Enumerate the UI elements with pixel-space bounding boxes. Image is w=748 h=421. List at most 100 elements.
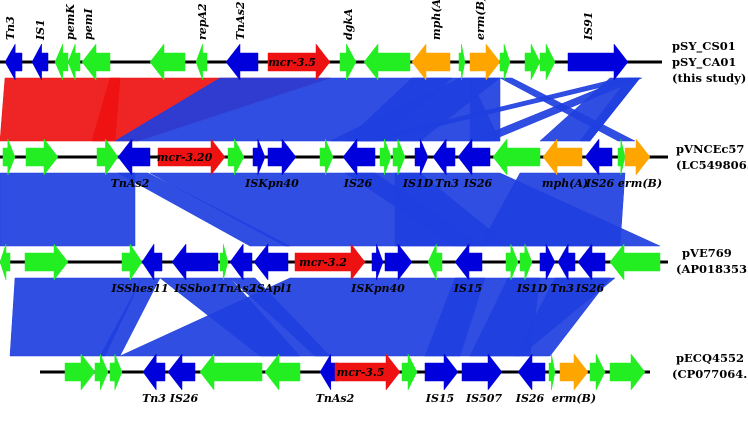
gene-arrow-t3-14 bbox=[559, 353, 589, 391]
plasmid-accession: (CP077064.1) bbox=[672, 367, 748, 381]
gene-arrow-t2-6 bbox=[229, 243, 253, 281]
gene-arrow-t1-2 bbox=[96, 138, 119, 176]
gene-label-t1-3: IS26 bbox=[343, 177, 373, 190]
gene-arrow-t3-6 bbox=[264, 353, 301, 391]
gene-arrow-t1-17 bbox=[584, 138, 613, 176]
gene-arrow-t1-15 bbox=[492, 138, 541, 176]
homology-links bbox=[0, 77, 661, 357]
plasmid-name: pECQ4552 bbox=[676, 351, 744, 365]
gene-arrow-t0-7 bbox=[225, 43, 259, 81]
gene-label-t0-8: erm(B) bbox=[474, 0, 487, 40]
gene-arrow-t3-3 bbox=[142, 353, 166, 391]
gene-arrow-t0-16 bbox=[539, 43, 556, 81]
gene-label-t0-3: pemI bbox=[82, 8, 95, 40]
gene-arrow-t2-1 bbox=[24, 243, 69, 281]
gene-label-t2-4: ISKpn40 bbox=[350, 282, 405, 295]
gene-arrow-t2-7 bbox=[253, 243, 289, 281]
gene-arrow-t0-3 bbox=[67, 43, 81, 81]
gene-label-t0-5: TnAs2 bbox=[234, 1, 247, 40]
gene-arrow-t0-14 bbox=[499, 43, 511, 81]
gene-arrow-t3-0 bbox=[64, 353, 96, 391]
gene-label-t2-1: ISSbo1 bbox=[173, 282, 217, 295]
gene-arrow-t2-5 bbox=[219, 243, 229, 281]
gene-arrow-t2-4 bbox=[171, 243, 219, 281]
gene-label-t0-1: IS1 bbox=[34, 19, 47, 41]
gene-label-t0-2: pemK bbox=[64, 4, 77, 40]
gene-arrow-t0-12 bbox=[458, 43, 466, 81]
gene-arrow-t3-1 bbox=[94, 353, 109, 391]
gene-arrow-t0-1 bbox=[31, 43, 49, 81]
gene-arrow-t1-8 bbox=[319, 138, 334, 176]
gene-arrow-t3-11 bbox=[461, 353, 503, 391]
gene-label-t1-9: erm(B) bbox=[618, 177, 662, 190]
gene-arrow-t3-12 bbox=[517, 353, 546, 391]
plasmid-name: pVE769 bbox=[682, 246, 732, 260]
gene-label-t0-0: Tn3 bbox=[4, 16, 17, 40]
gene-arrow-t0-6 bbox=[195, 43, 208, 81]
gene-label-t1-4: IS1D bbox=[402, 177, 434, 190]
plasmid-name: pVNCEc57 bbox=[676, 142, 744, 156]
gene-arrow-t3-2 bbox=[109, 353, 123, 391]
gene-arrow-t1-18 bbox=[617, 138, 626, 176]
gene-arrow-t2-0 bbox=[0, 243, 11, 281]
gene-arrow-t0-9 bbox=[339, 43, 357, 81]
gene-arrow-t2-8 bbox=[294, 243, 366, 281]
gene-label-t3-4: IS507 bbox=[465, 392, 502, 405]
gene-arrow-t3-13 bbox=[548, 353, 556, 391]
arrow-inline-label: mcr-3.2 bbox=[299, 256, 347, 269]
gene-label-t3-3: IS15 bbox=[425, 392, 454, 405]
plasmid-accession: (LC549806.1) bbox=[676, 158, 748, 172]
arrow-inline-label: mcr-3.5 bbox=[268, 56, 316, 69]
gene-arrow-t1-10 bbox=[379, 138, 392, 176]
gene-arrow-t1-1 bbox=[25, 138, 59, 176]
gene-label-t1-5: Tn3 bbox=[435, 177, 459, 190]
gene-label-t0-7: mph(A) bbox=[430, 0, 443, 40]
gene-label-t0-9: IS91 bbox=[582, 12, 595, 41]
gene-arrow-t2-9 bbox=[371, 243, 384, 281]
homology-link-10 bbox=[539, 77, 641, 142]
gene-arrow-t0-8 bbox=[267, 43, 331, 81]
homology-link-6 bbox=[344, 77, 453, 142]
plasmid-name-2: pSY_CA01 bbox=[672, 55, 736, 70]
gene-label-t1-8: IS26 bbox=[585, 177, 615, 190]
gene-arrow-t0-0 bbox=[4, 43, 23, 81]
gene-arrow-t0-10 bbox=[363, 43, 411, 81]
gene-arrow-t1-9 bbox=[342, 138, 376, 176]
gene-arrow-t2-14 bbox=[519, 243, 533, 281]
gene-label-t1-7: mph(A) bbox=[542, 177, 588, 190]
gene-arrow-t0-17 bbox=[567, 43, 629, 81]
gene-arrow-t1-16 bbox=[542, 138, 583, 176]
gene-arrow-t0-4 bbox=[81, 43, 111, 81]
gene-arrow-t1-19 bbox=[624, 138, 651, 176]
gene-arrow-t2-16 bbox=[557, 243, 576, 281]
gene-arrow-t3-16 bbox=[609, 353, 646, 391]
homology-link-4 bbox=[469, 77, 501, 142]
gene-arrow-t2-17 bbox=[577, 243, 606, 281]
arrow-inline-label: mcr-3.5 bbox=[337, 366, 385, 379]
gene-label-t2-6: IS1D bbox=[516, 282, 548, 295]
gene-label-t3-0: Tn3 bbox=[142, 392, 166, 405]
gene-arrow-t3-8 bbox=[334, 353, 401, 391]
plasmid-label-group-3: pECQ4552 (CP077064.1) bbox=[672, 351, 748, 381]
homology-link-11 bbox=[0, 172, 136, 247]
gene-arrow-t1-14 bbox=[457, 138, 491, 176]
gene-arrow-t1-3 bbox=[117, 138, 151, 176]
gene-arrow-t2-15 bbox=[539, 243, 556, 281]
gene-arrow-t2-18 bbox=[609, 243, 661, 281]
gene-arrow-t1-5 bbox=[227, 138, 245, 176]
gene-arrow-t2-2 bbox=[121, 243, 143, 281]
plasmid-label-group-2: pVE769 (AP018353.1) bbox=[676, 246, 748, 276]
gene-label-t0-6: dgkA bbox=[342, 8, 355, 40]
gene-arrow-t1-0 bbox=[2, 138, 16, 176]
plasmid-label-group-0: pSY_CS01 pSY_CA01 (this study) bbox=[672, 39, 746, 85]
arrow-inline-label: mcr-3.20 bbox=[157, 151, 213, 164]
gene-arrow-t2-11 bbox=[427, 243, 443, 281]
plasmid-name: pSY_CS01 bbox=[672, 39, 736, 54]
gene-arrow-t2-13 bbox=[505, 243, 519, 281]
gene-label-t2-7: Tn3 bbox=[550, 282, 574, 295]
plasmid-accession: (AP018353.1) bbox=[676, 262, 748, 276]
gene-arrow-t3-5 bbox=[199, 353, 263, 391]
gene-label-t1-0: TnAs2 bbox=[111, 177, 150, 190]
